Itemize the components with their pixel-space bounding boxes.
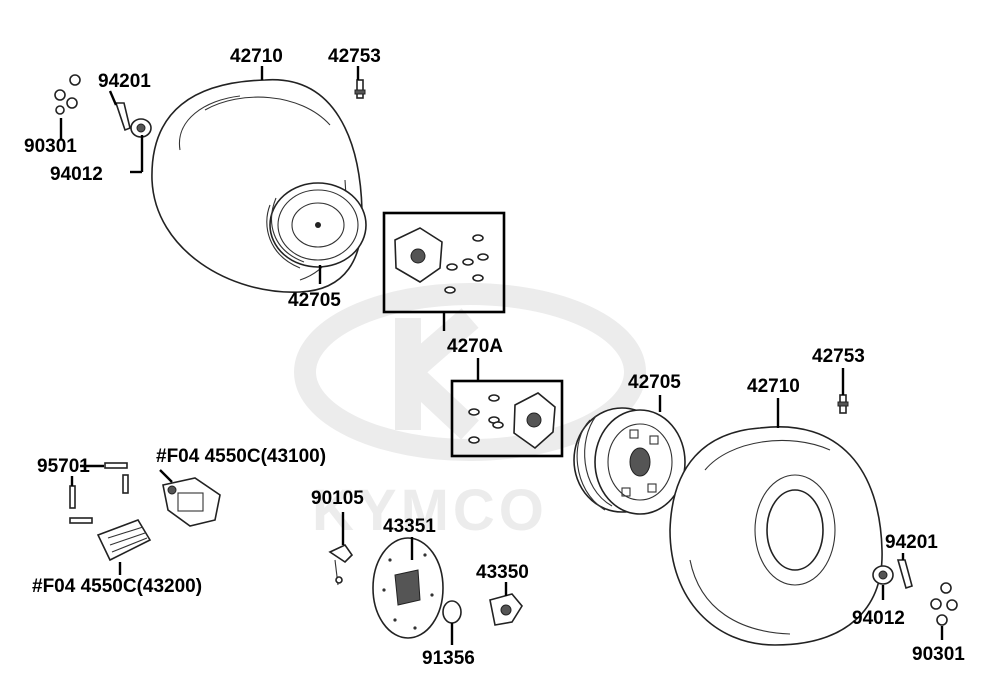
label-caliper-upper: #F04 4550C(43100)	[156, 446, 326, 467]
label-rear-tire: 42710	[747, 376, 800, 397]
label-rear-washer-set: 90301	[912, 644, 965, 665]
lower-hub-studs[interactable]	[468, 394, 504, 444]
label-front-washer-set: 90301	[24, 136, 77, 157]
brake-caliper-43100[interactable]	[162, 477, 221, 527]
upper-valve-42753[interactable]	[354, 79, 366, 99]
upper-rim-42705[interactable]	[266, 182, 367, 269]
upper-hub-flange[interactable]	[394, 227, 443, 283]
brake-pad-43200[interactable]	[96, 519, 152, 562]
label-rear-valve: 42753	[812, 346, 865, 367]
brake-disc-43351[interactable]	[372, 537, 444, 639]
label-rear-castle-nut: 94012	[852, 608, 905, 629]
lower-hub-flange[interactable]	[513, 392, 556, 450]
watermark-text: KYMCO	[312, 478, 548, 543]
brake-hose-bolt-90105[interactable]	[328, 543, 354, 586]
label-front-cotter-pin: 94201	[98, 71, 151, 92]
lower-washer-set-90301[interactable]	[930, 582, 958, 626]
upper-washer-set-90301[interactable]	[54, 74, 81, 115]
hub-flange-43350[interactable]	[489, 593, 523, 626]
label-rear-cotter-pin: 94201	[885, 532, 938, 553]
label-hub-assy: 4270A	[447, 336, 503, 357]
label-caliper-bolt: 95701	[37, 456, 90, 477]
upper-hub-studs[interactable]	[444, 234, 489, 294]
leader-lines	[59, 66, 944, 645]
lower-rim-42705[interactable]	[573, 407, 686, 515]
kymco-watermark-logo: KYMCO	[294, 283, 646, 543]
part-labels: 42710 42753 94201 90301 94012 42705 4270…	[24, 46, 965, 669]
label-caliper-lower: #F04 4550C(43200)	[32, 576, 202, 597]
label-hub-flange: 43350	[476, 562, 529, 583]
lower-castle-nut-94012[interactable]	[872, 565, 894, 585]
lower-cotter-pin-94201[interactable]	[896, 559, 913, 590]
label-front-valve: 42753	[328, 46, 381, 67]
label-rear-rim: 42705	[628, 372, 681, 393]
label-brake-hose-bolt: 90105	[311, 488, 364, 509]
label-front-tire: 42710	[230, 46, 283, 67]
circlip-91356[interactable]	[442, 600, 462, 624]
label-brake-disc: 43351	[383, 516, 436, 537]
upper-cotter-pin-94201[interactable]	[114, 102, 131, 132]
hub-assy-lower-box	[450, 379, 564, 458]
upper-castle-nut-94012[interactable]	[130, 118, 152, 138]
label-circlip: 91356	[422, 648, 475, 669]
lower-valve-42753[interactable]	[837, 394, 849, 414]
label-front-rim: 42705	[288, 290, 341, 311]
lower-tire-42710[interactable]	[669, 426, 883, 646]
label-front-castle-nut: 94012	[50, 164, 103, 185]
